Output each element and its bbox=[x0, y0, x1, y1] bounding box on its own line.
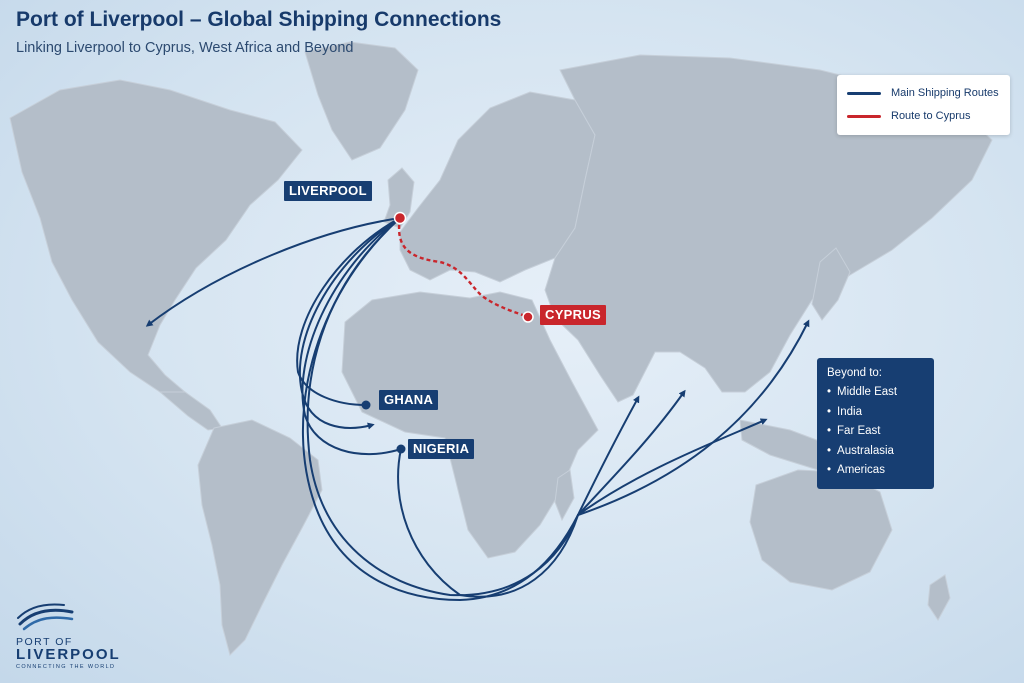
legend-swatch-cyprus-route bbox=[847, 114, 881, 118]
route-cape-india bbox=[577, 389, 686, 516]
madagascar bbox=[554, 469, 575, 522]
legend-item-cyprus-route: Route to Cyprus bbox=[847, 110, 970, 122]
logo-tagline: CONNECTING THE WORLD bbox=[16, 664, 116, 670]
beyond-title: Beyond to: bbox=[827, 367, 882, 379]
route-cape-middle-east bbox=[577, 395, 640, 516]
marker-nigeria bbox=[396, 444, 406, 454]
wave-logo-icon bbox=[17, 603, 74, 631]
route-liverpool-cyprus bbox=[397, 217, 531, 319]
legend-label-cyprus-route: Route to Cyprus bbox=[891, 110, 971, 122]
beyond-item-middle-east: Middle East bbox=[827, 383, 924, 403]
label-nigeria: NIGERIA bbox=[408, 439, 475, 459]
route-liverpool-americas bbox=[145, 217, 401, 327]
beyond-item-americas: Americas bbox=[827, 461, 924, 481]
north-america bbox=[9, 79, 303, 393]
legend-item-main-routes: Main Shipping Routes bbox=[847, 87, 999, 99]
legend-swatch-main-routes bbox=[847, 91, 881, 95]
page-title: Port of Liverpool – Global Shipping Conn… bbox=[16, 8, 502, 31]
new-zealand bbox=[927, 574, 951, 621]
legend: Main Shipping Routes Route to Cyprus bbox=[837, 75, 1010, 135]
label-cyprus: CYPRUS bbox=[540, 305, 606, 325]
legend-label-main-routes: Main Shipping Routes bbox=[891, 87, 999, 99]
beyond-item-australasia: Australasia bbox=[827, 442, 924, 462]
route-nigeria-cape bbox=[397, 448, 579, 598]
japan bbox=[811, 247, 851, 321]
beyond-destinations-box: Beyond to: Middle East India Far East Au… bbox=[817, 358, 934, 489]
marker-liverpool bbox=[393, 211, 407, 225]
beyond-item-far-east: Far East bbox=[827, 422, 924, 442]
route-liverpool-cape-b bbox=[306, 217, 579, 597]
greenland bbox=[304, 41, 419, 161]
beyond-list: Middle East India Far East Australasia A… bbox=[827, 383, 924, 481]
page-subtitle: Linking Liverpool to Cyprus, West Africa… bbox=[16, 40, 354, 56]
label-liverpool: LIVERPOOL bbox=[284, 181, 372, 201]
route-cape-far-east bbox=[577, 418, 768, 516]
route-liverpool-nigeria bbox=[301, 217, 402, 456]
marker-ghana bbox=[361, 400, 371, 410]
main-shipping-routes bbox=[145, 217, 810, 602]
route-liverpool-ghana-b bbox=[298, 217, 401, 430]
route-cape-japan bbox=[577, 319, 810, 516]
logo-text-port-of: PORT OF bbox=[16, 636, 73, 648]
central-america bbox=[158, 391, 223, 431]
label-ghana: GHANA bbox=[379, 390, 439, 410]
marker-cyprus bbox=[522, 311, 534, 323]
africa bbox=[341, 291, 599, 559]
logo-text-liverpool: LIVERPOOL bbox=[16, 646, 121, 663]
beyond-item-india: India bbox=[827, 403, 924, 423]
port-logo: PORT OF LIVERPOOL CONNECTING THE WORLD bbox=[16, 602, 136, 672]
route-liverpool-ghana-a bbox=[296, 217, 401, 406]
landmasses bbox=[9, 41, 993, 656]
